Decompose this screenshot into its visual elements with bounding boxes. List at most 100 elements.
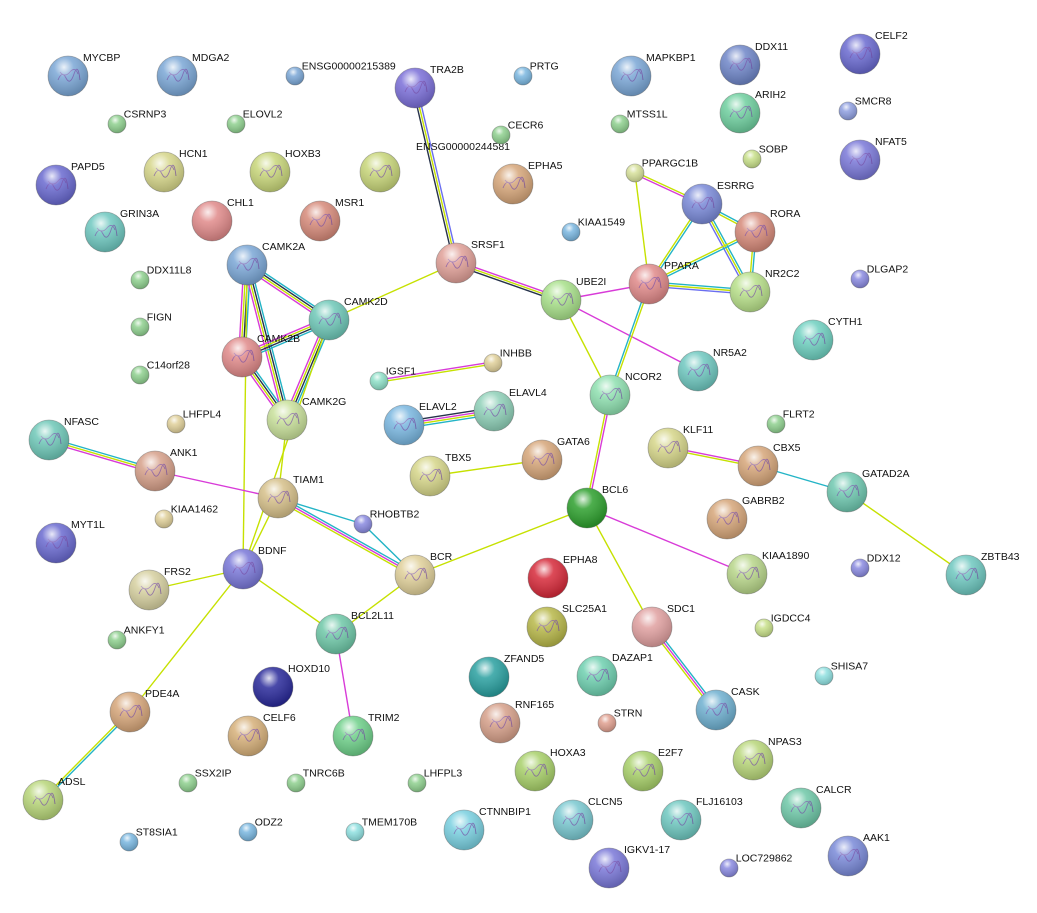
node-flj16103[interactable]: FLJ16103 <box>660 796 743 841</box>
edge-bcl6-sdc1[interactable] <box>586 507 653 628</box>
node-papd5[interactable]: PAPD5 <box>35 161 105 206</box>
node-lhfpl4[interactable]: LHFPL4 <box>166 408 221 434</box>
node-igsf1[interactable]: IGSF1 <box>369 365 416 391</box>
node-nr2c2[interactable]: NR2C2 <box>729 268 800 313</box>
node-zfand5[interactable]: ZFAND5 <box>468 653 544 698</box>
node-igdcc4[interactable]: IGDCC4 <box>754 612 811 638</box>
node-igkv1-17[interactable]: IGKV1-17 <box>588 844 670 889</box>
node-dazap1[interactable]: DAZAP1 <box>576 652 653 697</box>
node-flrt2[interactable]: FLRT2 <box>766 408 815 434</box>
node-mtss1l[interactable]: MTSS1L <box>610 108 668 134</box>
node-trim2[interactable]: TRIM2 <box>332 712 400 757</box>
node-ppargc1b[interactable]: PPARGC1B <box>625 157 698 183</box>
node-gabrb2[interactable]: GABRB2 <box>706 495 785 540</box>
node-mapkbp1[interactable]: MAPKBP1 <box>610 52 696 97</box>
node-ddx11[interactable]: DDX11 <box>719 41 788 86</box>
node-ddx12[interactable]: DDX12 <box>850 552 901 578</box>
node-tiam1[interactable]: TIAM1 <box>257 474 324 519</box>
node-adsl[interactable]: ADSL <box>22 776 86 821</box>
node-tmem170b[interactable]: TMEM170B <box>345 816 417 842</box>
node-celf6[interactable]: CELF6 <box>227 712 296 757</box>
node-hoxb3b[interactable] <box>359 151 401 193</box>
node-ncor2[interactable]: NCOR2 <box>589 371 662 416</box>
node-hoxd10[interactable]: HOXD10 <box>252 663 330 708</box>
edge-gatad2a-zbtb43[interactable] <box>846 491 967 576</box>
node-ssx2ip[interactable]: SSX2IP <box>178 767 232 793</box>
node-tnrc6b[interactable]: TNRC6B <box>286 767 345 793</box>
node-gatad2a[interactable]: GATAD2A <box>826 468 909 513</box>
node-esrrg[interactable]: ESRRG <box>681 180 754 225</box>
node-bcr[interactable]: BCR <box>394 551 453 596</box>
node-dlgap2[interactable]: DLGAP2 <box>850 263 908 289</box>
node-camk2a[interactable]: CAMK2A <box>226 241 305 286</box>
node-frs2[interactable]: FRS2 <box>128 566 191 611</box>
node-camk2b[interactable]: CAMK2B <box>221 333 300 378</box>
node-kiaa1549[interactable]: KIAA1549 <box>561 216 625 242</box>
node-slc25a1[interactable]: SLC25A1 <box>526 603 607 648</box>
node-sobp[interactable]: SOBP <box>742 143 788 169</box>
node-ensg00000215389[interactable]: ENSG00000215389 <box>285 60 396 86</box>
node-c14orf28[interactable]: C14orf28 <box>130 359 190 385</box>
node-ppara[interactable]: PPARA <box>628 260 699 305</box>
node-mdga2[interactable]: MDGA2 <box>156 52 230 97</box>
edge-bcl6-bcr[interactable] <box>414 507 588 576</box>
node-ank1[interactable]: ANK1 <box>134 447 198 492</box>
node-epha8[interactable]: EPHA8 <box>527 554 598 599</box>
node-arih2[interactable]: ARIH2 <box>719 89 786 134</box>
node-calcr[interactable]: CALCR <box>780 784 852 829</box>
node-cyth1[interactable]: CYTH1 <box>792 316 863 361</box>
node-bcl6[interactable]: BCL6 <box>566 484 628 529</box>
node-rhobtb2[interactable]: RHOBTB2 <box>353 508 420 534</box>
node-camk2d[interactable]: CAMK2D <box>308 296 388 341</box>
node-camk2g[interactable]: CAMK2G <box>266 396 346 441</box>
node-ankfy1[interactable]: ANKFY1 <box>107 624 165 650</box>
node-st8sia1[interactable]: ST8SIA1 <box>119 826 178 852</box>
node-myt1l[interactable]: MYT1L <box>35 519 105 564</box>
node-nfasc[interactable]: NFASC <box>28 416 99 461</box>
node-prtg[interactable]: PRTG <box>513 60 559 86</box>
node-srsf1[interactable]: SRSF1 <box>435 239 505 284</box>
node-mycbp[interactable]: MYCBP <box>47 52 120 97</box>
node-rora[interactable]: RORA <box>734 208 800 253</box>
node-zbtb43[interactable]: ZBTB43 <box>945 551 1020 596</box>
node-aak1[interactable]: AAK1 <box>827 832 890 877</box>
edge-bcl6-kiaa1890[interactable] <box>586 507 748 575</box>
node-elavl4[interactable]: ELAVL4 <box>473 387 547 432</box>
edge-ank1-tiam1[interactable] <box>154 470 279 499</box>
node-bdnf[interactable]: BDNF <box>222 545 287 590</box>
node-kiaa1462[interactable]: KIAA1462 <box>154 503 218 529</box>
node-shisa7[interactable]: SHISA7 <box>814 660 868 686</box>
node-lhfpl3[interactable]: LHFPL3 <box>407 767 462 793</box>
node-bcl2l11[interactable]: BCL2L11 <box>315 610 394 655</box>
node-celf2[interactable]: CELF2 <box>839 30 908 75</box>
node-e2f7[interactable]: E2F7 <box>622 747 683 792</box>
edge-camk2d-bdnf[interactable] <box>242 319 330 570</box>
node-cask[interactable]: CASK <box>695 686 760 731</box>
node-pde4a[interactable]: PDE4A <box>109 688 179 733</box>
node-strn[interactable]: STRN <box>597 707 642 733</box>
node-clcn5[interactable]: CLCN5 <box>552 796 623 841</box>
node-nfat5[interactable]: NFAT5 <box>839 136 907 181</box>
node-ctnnbip1[interactable]: CTNNBIP1 <box>443 806 531 851</box>
node-hoxb3[interactable]: HOXB3 <box>249 148 321 193</box>
edge-tiam1-bcr[interactable] <box>276 495 417 578</box>
node-ensg00000244581[interactable]: ENSG00000244581 <box>416 141 510 153</box>
node-klf11[interactable]: KLF11 <box>647 424 713 469</box>
edge-tra2b-srsf1[interactable] <box>412 87 459 264</box>
node-tra2b[interactable]: TRA2B <box>394 64 464 109</box>
edge-srsf1-camk2d[interactable] <box>328 262 457 321</box>
node-nr5a2[interactable]: NR5A2 <box>677 347 747 392</box>
edge-camk2a-bdnf[interactable] <box>242 264 248 570</box>
node-ddx11l8[interactable]: DDX11L8 <box>130 264 192 290</box>
node-tbx5[interactable]: TBX5 <box>409 452 471 497</box>
node-sdc1[interactable]: SDC1 <box>631 603 695 648</box>
node-loc729862[interactable]: LOC729862 <box>719 852 793 878</box>
node-smcr8[interactable]: SMCR8 <box>838 95 892 121</box>
node-hoxa3[interactable]: HOXA3 <box>514 747 586 792</box>
node-ube2i[interactable]: UBE2I <box>540 276 606 321</box>
node-gata6[interactable]: GATA6 <box>521 436 590 481</box>
node-elovl2[interactable]: ELOVL2 <box>226 108 283 134</box>
node-grin3a[interactable]: GRIN3A <box>84 208 159 253</box>
edge-igsf1-inhbb[interactable] <box>378 361 494 383</box>
node-cecr6[interactable]: CECR6 <box>491 119 544 145</box>
